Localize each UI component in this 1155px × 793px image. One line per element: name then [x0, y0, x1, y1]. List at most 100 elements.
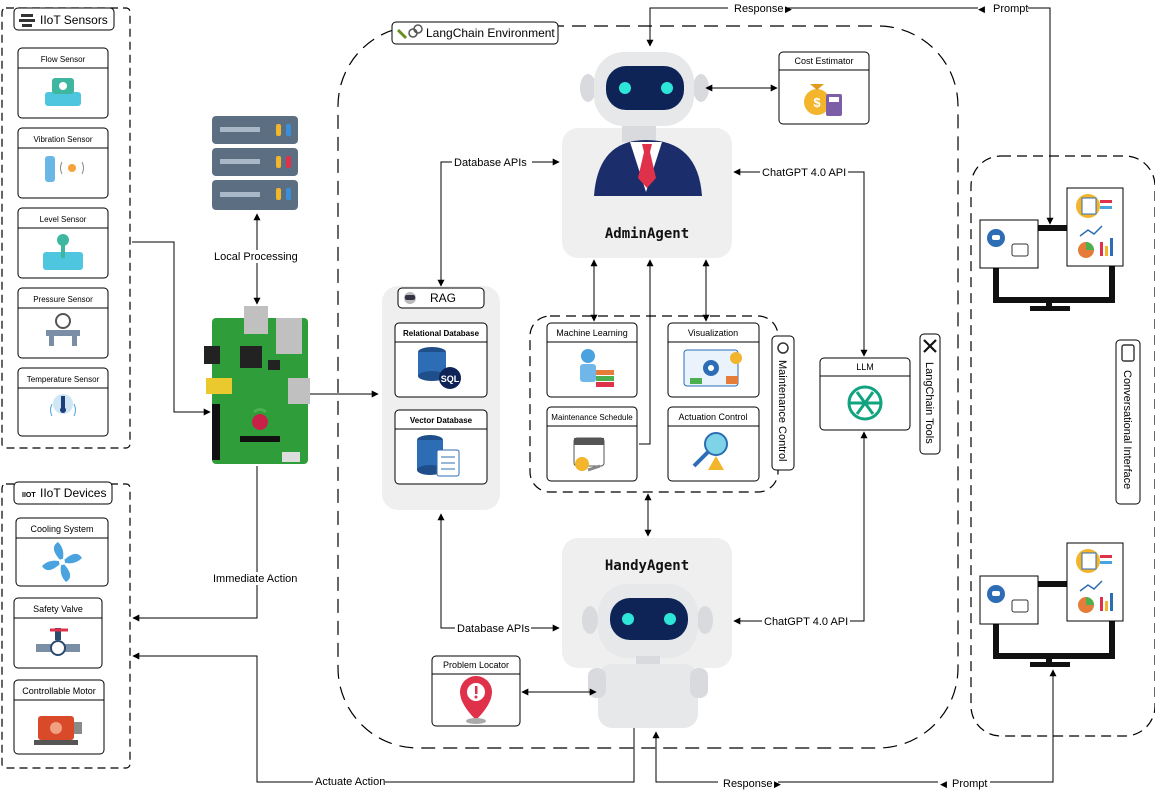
relational-database-card: Relational Database SQL: [394, 322, 488, 398]
label-db-apis-top: Database APIs: [454, 157, 527, 169]
tool-label: Cost Estimator: [794, 56, 853, 66]
edge-response-bottom: [652, 669, 1057, 783]
langchain-tools-title: LangChain Tools: [923, 362, 935, 444]
device-safety-valve: Safety Valve: [13, 597, 103, 669]
label-chatgpt-top: ChatGPT 4.0 API: [762, 167, 846, 179]
raspberry-pi-board-icon: [204, 306, 310, 464]
device-label: Controllable Motor: [22, 686, 96, 696]
edge-immediate-action: [132, 466, 258, 622]
edge-db-apis-bottom: [437, 513, 560, 632]
chart-icon: [1078, 225, 1113, 258]
label-response-bottom: Response: [723, 778, 773, 790]
label-db-apis-bottom: Database APIs: [457, 623, 530, 635]
label-prompt-bottom: Prompt: [952, 778, 987, 790]
llm-card: LLM: [819, 357, 911, 431]
module-label: Visualization: [688, 328, 738, 338]
wrench-icon: [923, 339, 937, 353]
devices-mini-icon: [1121, 344, 1135, 362]
device-cooling: Cooling System: [15, 517, 109, 587]
sensor-flow: Flow Sensor: [17, 47, 109, 119]
level-sensor-icon: [43, 234, 83, 270]
conversational-title-box: Conversational Interface: [1115, 339, 1141, 505]
sensor-label: Flow Sensor: [41, 55, 86, 64]
module-label: Machine Learning: [556, 328, 628, 338]
iot-badge-icon: IIOT: [22, 492, 36, 499]
visualization-icon: [683, 349, 742, 387]
handy-agent-label: HandyAgent: [605, 558, 689, 574]
sensor-stack-icon: [19, 14, 35, 27]
openai-icon: [847, 385, 883, 421]
module-visualization: Visualization: [667, 322, 760, 398]
thermometer-icon: [50, 394, 76, 417]
rag-title: RAG: [430, 291, 456, 305]
monitor-top: [979, 187, 1124, 311]
svg-text:$: $: [813, 95, 821, 110]
sensor-label: Pressure Sensor: [33, 295, 93, 304]
actuation-search-icon: [692, 432, 728, 470]
chat-icon: [987, 585, 1029, 613]
sensor-label: Temperature Sensor: [27, 375, 100, 384]
device-label: Cooling System: [30, 524, 93, 534]
tool-label: LLM: [856, 362, 874, 372]
rag-title-box: RAG: [397, 287, 485, 309]
module-label: Maintenance Schedule: [551, 413, 633, 422]
edge-prompt-top: [984, 4, 1054, 225]
arrow-response-bottom: ▶: [774, 779, 781, 789]
arrow-prompt-bottom: ◀: [940, 779, 947, 789]
edge-admin-actuation: [639, 259, 654, 445]
db-label: Vector Database: [410, 416, 473, 425]
dashboard-window: [1066, 542, 1124, 622]
pressure-gauge-icon: [46, 313, 80, 346]
label-response-top: Response: [734, 3, 784, 15]
sensor-pressure: Pressure Sensor: [17, 287, 109, 359]
module-actuation-control: Actuation Control: [667, 406, 760, 482]
edge-response-top: [646, 7, 1050, 47]
robot-small-icon: [404, 292, 416, 304]
money-bag-icon: $: [804, 84, 842, 116]
sensor-label: Level Sensor: [40, 215, 87, 224]
langchain-env-title: LangChain Environment: [426, 26, 555, 40]
devices-title: IIoT Devices: [40, 486, 106, 500]
warning-pin-icon: [460, 676, 492, 724]
chain-link-icon: [396, 24, 423, 40]
raspberry-logo-icon: [252, 408, 268, 430]
device-label: Safety Valve: [33, 604, 83, 614]
ml-robot-icon: [580, 349, 614, 387]
module-maintenance-schedule: Maintenance Schedule: [546, 406, 638, 482]
sensor-level: Level Sensor: [17, 207, 109, 279]
report-icon: [1076, 549, 1112, 573]
maintenance-title: Maintenance Control: [776, 360, 788, 462]
db-label: Relational Database: [403, 329, 480, 338]
edge-actuate-action: [132, 652, 635, 783]
chat-icon: [987, 229, 1029, 257]
label-local-processing: Local Processing: [214, 251, 298, 263]
conversational-group: [970, 155, 1155, 737]
sql-database-icon: SQL: [418, 347, 461, 389]
langchain-env-title-box: LangChain Environment: [391, 21, 559, 45]
chat-window: [979, 575, 1039, 625]
chat-window: [979, 219, 1039, 269]
admin-agent-label: AdminAgent: [605, 226, 689, 242]
module-label: Actuation Control: [678, 412, 747, 422]
vector-database-icon: [417, 435, 460, 477]
report-icon: [1076, 194, 1112, 218]
label-actuate-action: Actuate Action: [315, 776, 385, 788]
server-icon: [212, 116, 298, 210]
monitor-bottom: [979, 542, 1124, 667]
chart-icon: [1078, 580, 1113, 613]
edge-sensors-pi: [132, 241, 211, 416]
device-motor: Controllable Motor: [13, 679, 105, 755]
fan-icon: [42, 542, 82, 582]
robot-icon: [580, 52, 709, 196]
motor-icon: [34, 716, 82, 745]
sensor-temperature: Temperature Sensor: [17, 367, 109, 437]
conversational-title: Conversational Interface: [1121, 370, 1133, 489]
sensor-vibration: Vibration Sensor: [17, 127, 109, 199]
edge-labels: Response ▶ ◀ Prompt Response ▶ ◀ Prompt …: [211, 1, 1028, 790]
label-prompt-top: Prompt: [993, 3, 1028, 15]
edge-db-apis-top: [437, 158, 560, 287]
sql-glyph: SQL: [441, 374, 460, 384]
calendar-icon: [573, 437, 605, 472]
valve-icon: [36, 628, 80, 656]
